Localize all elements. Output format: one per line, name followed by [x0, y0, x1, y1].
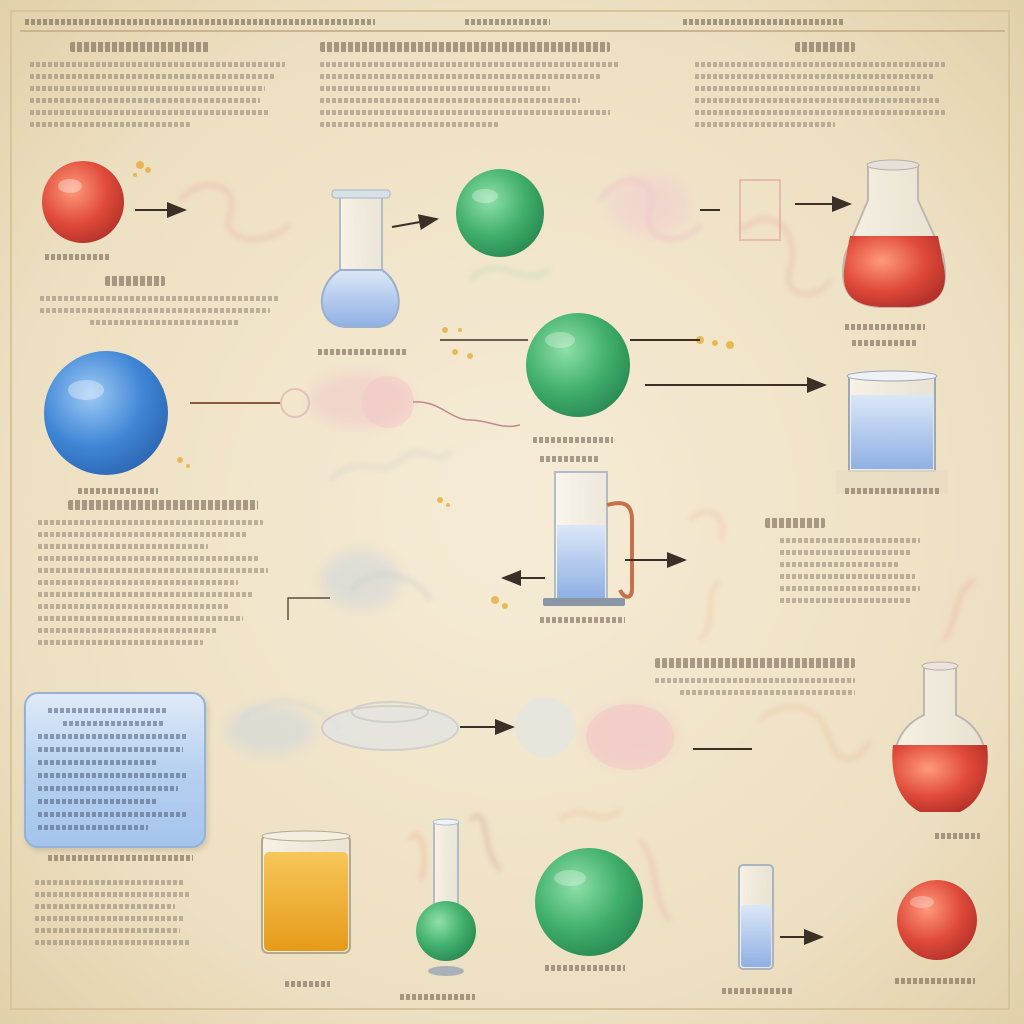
- round-flask-icon: [456, 169, 544, 257]
- bubble-icon: [280, 388, 310, 418]
- vessel-label: [48, 855, 193, 861]
- text-block-right-mid: [765, 518, 940, 610]
- text-block-top-left: [30, 42, 290, 134]
- text-block-top-center: [320, 42, 620, 134]
- header-text-left: [25, 19, 375, 25]
- bubble-icon: [515, 697, 575, 757]
- test-tube-icon: [738, 864, 774, 970]
- arrow-icon: [391, 214, 439, 231]
- erlenmeyer-flask-icon: [842, 159, 947, 308]
- vessel-label: [935, 833, 980, 839]
- vessel-label: [722, 988, 792, 994]
- header-rule: [20, 30, 1005, 32]
- bubble-icon: [362, 376, 414, 428]
- round-flask-icon: [892, 661, 988, 812]
- bubble-icon: [586, 704, 674, 770]
- round-flask-icon: [535, 848, 643, 956]
- vessel-label: [540, 617, 625, 623]
- apparatus-outline: [739, 179, 781, 241]
- header-text-right: [683, 19, 843, 25]
- vessel-label: [533, 437, 613, 443]
- vessel-label: [540, 456, 600, 462]
- text-block-right-lower: [655, 658, 875, 702]
- info-box: [24, 692, 206, 848]
- beaker-icon: [836, 370, 948, 494]
- vessel-label: [318, 349, 408, 355]
- round-flask-icon: [897, 880, 977, 960]
- vessel-label: [845, 324, 925, 330]
- vessel-label: [78, 488, 158, 494]
- vessel-label: [285, 981, 330, 987]
- vessel-label: [852, 340, 917, 346]
- text-block-mid-left: [40, 276, 290, 332]
- vessel-label: [895, 978, 975, 984]
- round-flask-icon: [526, 313, 630, 417]
- connector-line: [412, 401, 521, 428]
- vessel-label: [845, 488, 940, 494]
- round-flask-icon: [42, 161, 124, 243]
- round-flask-icon: [44, 351, 168, 475]
- round-flask-icon: [321, 701, 459, 751]
- graduated-cylinder-icon: [543, 471, 634, 606]
- text-block-bottom-left: [35, 880, 215, 952]
- graduated-cylinder-icon: [320, 189, 400, 328]
- sparkle-decoration: [133, 161, 734, 609]
- cloud-decoration: [225, 175, 690, 765]
- connector-line: [287, 597, 330, 620]
- vessel-label: [45, 254, 110, 260]
- header-text-center: [465, 19, 550, 25]
- vessel-label: [400, 994, 475, 1000]
- text-block-top-right: [695, 42, 955, 134]
- beaker-icon: [261, 830, 351, 954]
- test-tube-icon: [416, 818, 476, 976]
- vessel-label: [545, 965, 625, 971]
- text-block-left-long: [38, 500, 278, 652]
